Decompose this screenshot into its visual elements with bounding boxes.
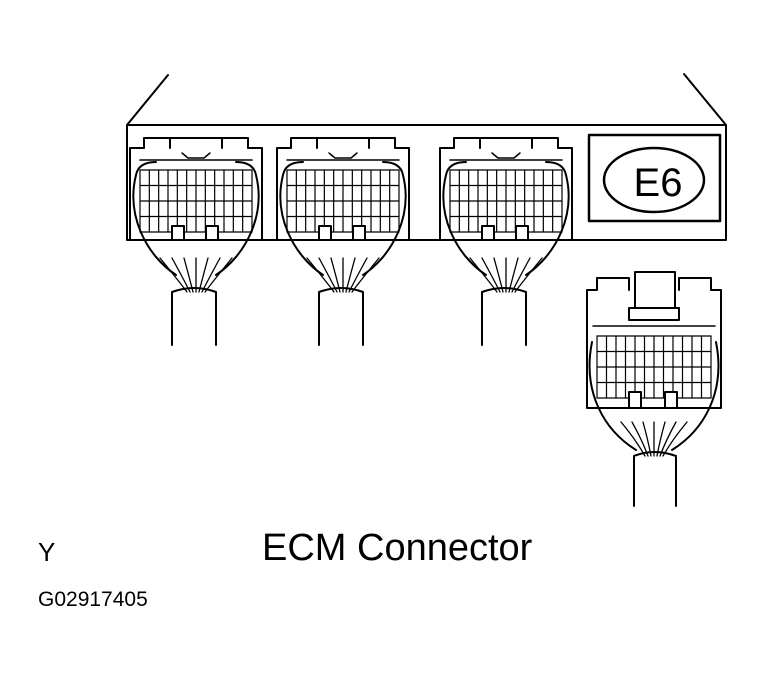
ecm-connector-slot-3 <box>439 137 573 346</box>
diagram-caption: ECM Connector <box>262 527 533 569</box>
connector-code-label: E6 <box>634 161 683 205</box>
ecm-connector-slot-1 <box>129 137 263 346</box>
ecm-housing-outline <box>126 73 727 241</box>
connector-id-badge: E6 <box>587 133 722 223</box>
figure-code: G02917405 <box>38 588 148 611</box>
mating-connector <box>586 271 722 507</box>
view-label: Y <box>38 537 56 567</box>
ecm-connector-slot-2 <box>276 137 410 346</box>
